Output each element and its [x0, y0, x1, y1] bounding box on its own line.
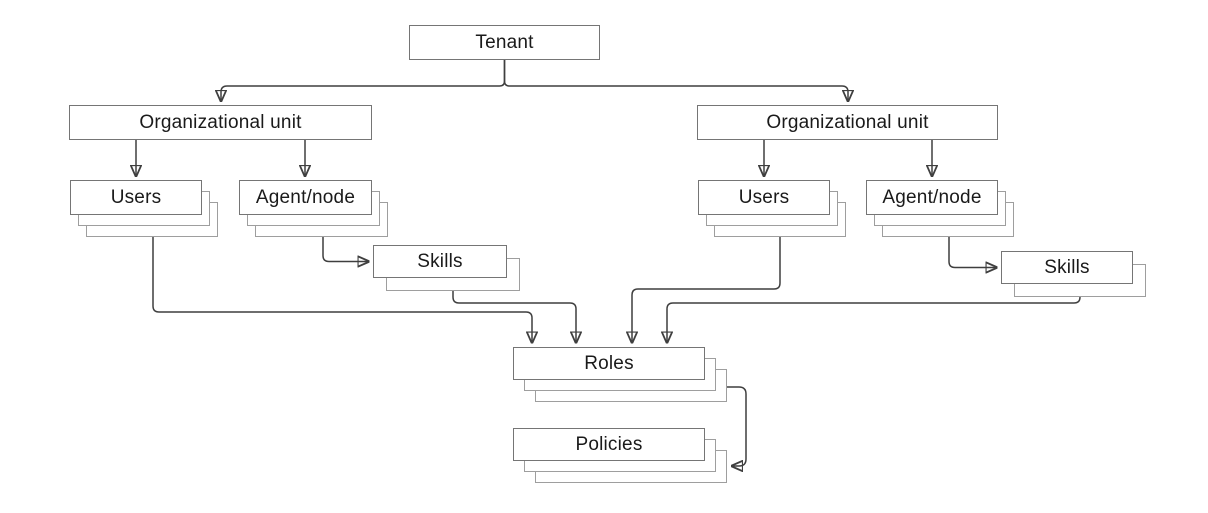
agent-node-right-box: Agent/node — [866, 180, 998, 215]
node-tenant: Tenant — [409, 25, 600, 60]
node-agent-node-right: Agent/node — [866, 180, 1014, 237]
policies-label: Policies — [575, 433, 643, 455]
node-skills-right: Skills — [1001, 251, 1146, 297]
node-users-left: Users — [70, 180, 218, 237]
node-skills-left: Skills — [373, 245, 520, 291]
users-left-label: Users — [110, 186, 162, 208]
skills-left-label: Skills — [417, 250, 463, 272]
users-right-label: Users — [738, 186, 790, 208]
org-unit-right-label: Organizational unit — [766, 111, 929, 133]
edge-agentleft-skills — [322, 237, 369, 262]
tenant-label: Tenant — [475, 31, 534, 53]
roles-label: Roles — [584, 352, 634, 374]
edge-skillsleft-roles — [452, 291, 576, 343]
agent-node-right-label: Agent/node — [882, 186, 982, 208]
skills-right-box: Skills — [1001, 251, 1133, 284]
org-unit-left-box: Organizational unit — [69, 105, 372, 140]
node-organizational-unit-left: Organizational unit — [69, 105, 372, 140]
edge-agentright-skills — [948, 237, 997, 268]
edge-skillsright-roles — [667, 296, 1081, 343]
org-unit-left-label: Organizational unit — [139, 111, 302, 133]
users-left-box: Users — [70, 180, 202, 215]
node-agent-node-left: Agent/node — [239, 180, 388, 237]
skills-right-label: Skills — [1044, 256, 1090, 278]
node-roles: Roles — [513, 347, 727, 402]
users-right-box: Users — [698, 180, 830, 215]
edge-usersright-roles — [632, 237, 781, 343]
roles-box: Roles — [513, 347, 705, 380]
node-users-right: Users — [698, 180, 846, 237]
agent-node-left-label: Agent/node — [255, 186, 356, 208]
policies-box: Policies — [513, 428, 705, 461]
edge-tenant-org-left — [221, 60, 506, 101]
org-unit-right-box: Organizational unit — [697, 105, 998, 140]
edge-roles-policies — [727, 386, 747, 466]
agent-node-left-box: Agent/node — [239, 180, 372, 215]
tenant-box: Tenant — [409, 25, 600, 60]
node-organizational-unit-right: Organizational unit — [697, 105, 998, 140]
skills-left-box: Skills — [373, 245, 507, 278]
edge-tenant-org-right — [503, 60, 849, 101]
node-policies: Policies — [513, 428, 727, 483]
